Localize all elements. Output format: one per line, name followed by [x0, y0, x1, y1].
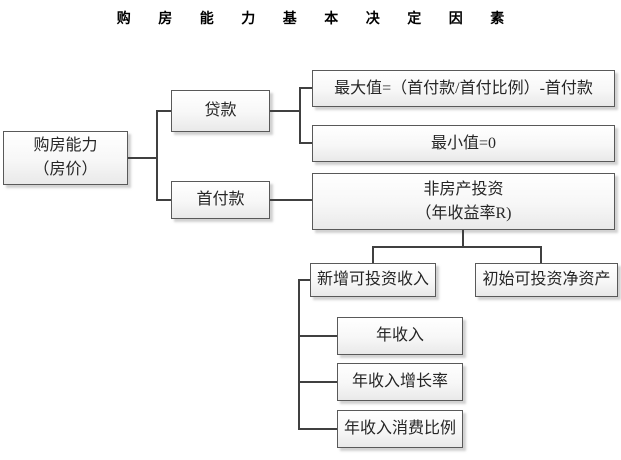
node-income-consumption-ratio-label: 年收入消费比例 — [343, 420, 456, 437]
connector-to-income-consumption — [300, 428, 337, 430]
connector-to-min-value — [301, 142, 312, 144]
node-max-value: 最大值=（首付款/首付比例）-首付款 — [312, 70, 615, 107]
connector-non-property-drop — [462, 230, 464, 248]
node-income-consumption-ratio: 年收入消费比例 — [337, 410, 463, 448]
node-min-value: 最小值=0 — [312, 125, 615, 162]
node-min-value-label: 最小值=0 — [430, 134, 497, 152]
connector-root-stub — [128, 157, 158, 159]
node-root-line1: 购房能力 — [33, 137, 98, 154]
connector-to-initial-assets — [540, 246, 542, 263]
connector-new-income-stub — [298, 279, 310, 281]
connector-loan-vertical — [299, 87, 301, 144]
node-non-property-line1: 非房产投资 — [423, 180, 504, 198]
node-loan-label: 贷款 — [204, 102, 237, 119]
node-new-investable-income: 新增可投资收入 — [310, 263, 436, 297]
node-income-growth-rate: 年收入增长率 — [337, 363, 463, 401]
node-root-line2: （房价） — [33, 161, 98, 178]
node-annual-income: 年收入 — [337, 317, 463, 355]
connector-to-max-value — [301, 87, 312, 89]
connector-root-vertical — [156, 110, 158, 201]
connector-to-annual-income — [300, 335, 337, 337]
connector-to-new-income — [372, 246, 374, 263]
connector-to-income-growth — [300, 381, 337, 383]
node-income-growth-rate-label: 年收入增长率 — [351, 373, 448, 390]
node-new-investable-income-label: 新增可投资收入 — [316, 271, 429, 288]
diagram-title: 购 房 能 力 基 本 决 定 因 素 — [116, 12, 517, 27]
node-initial-investable-assets-label: 初始可投资净资产 — [482, 271, 611, 288]
connector-loan-stub — [270, 110, 301, 112]
connector-new-income-vertical — [298, 279, 300, 430]
connector-to-non-property — [270, 199, 312, 201]
node-loan: 贷款 — [171, 90, 270, 132]
node-annual-income-label: 年收入 — [375, 327, 424, 344]
connector-to-loan — [158, 110, 171, 112]
node-non-property-investment: 非房产投资 （年收益率R) — [312, 173, 615, 230]
node-initial-investable-assets: 初始可投资净资产 — [475, 263, 618, 297]
node-down-payment: 首付款 — [171, 181, 270, 219]
node-max-value-label: 最大值=（首付款/首付比例）-首付款 — [334, 79, 593, 97]
connector-children-span — [372, 246, 542, 248]
node-non-property-line2: （年收益率R) — [415, 204, 512, 222]
node-root: 购房能力 （房价） — [3, 131, 128, 185]
node-down-payment-label: 首付款 — [196, 191, 245, 208]
connector-to-down-payment — [158, 199, 171, 201]
